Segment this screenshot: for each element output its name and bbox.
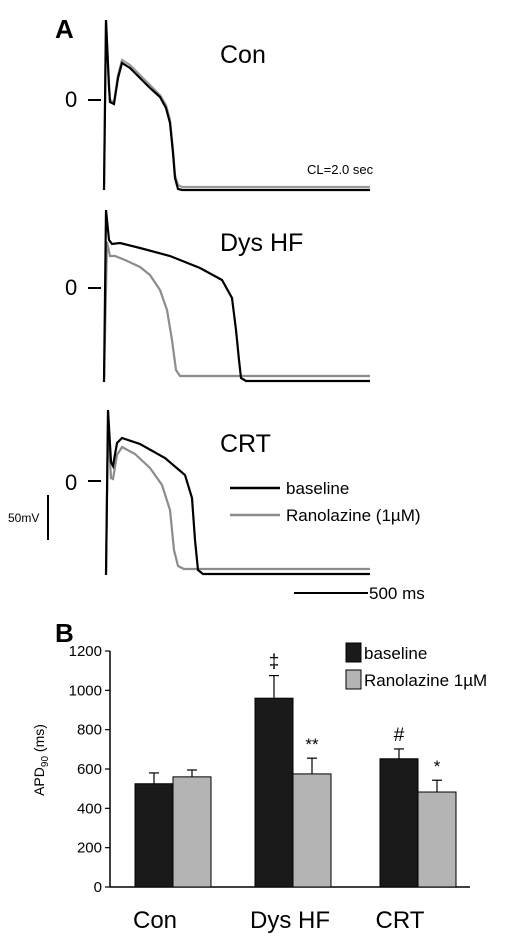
significance-mark: ** [305,735,319,754]
trace-con-baseline [102,19,370,192]
x-tick-label: CRT [376,907,425,934]
zero-label-dyshf: 0 [65,275,77,300]
trace-crt-ranolazine [104,424,370,576]
trace-crt: CRT 0 [65,409,370,576]
legend-text-baseline: baseline [286,479,349,498]
y-tick-label: 200 [77,840,102,857]
trace-crt-baseline [104,409,370,576]
scale-bars: 50mV 500 ms [8,495,425,603]
panel-b-letter: B [55,618,74,648]
significance-mark: ‡ [269,652,280,673]
legend-label: Ranolazine 1µM [364,671,487,690]
zero-label-con: 0 [65,87,77,112]
trace-con: Con 0 CL=2.0 sec [65,19,374,192]
y-tick-label: 800 [77,722,102,739]
trace-label-dyshf: Dys HF [220,229,303,257]
trace-legend: baseline Ranolazine (1µM) [230,479,421,525]
bar [172,776,212,888]
x-tick-label: Dys HF [250,907,330,934]
bar [417,791,457,888]
bar [379,758,419,888]
scale-label-time: 500 ms [369,584,425,603]
trace-dyshf-ranolazine [102,241,370,383]
bar [134,783,174,888]
legend-text-ranolazine: Ranolazine (1µM) [286,506,421,525]
y-tick-label: 0 [94,879,102,896]
y-tick-label: 600 [77,761,102,778]
bar [292,773,332,888]
bars: ‡ ** # * [134,652,457,888]
x-tick-labels: Con Dys HF CRT [133,907,425,934]
significance-mark: * [434,757,441,776]
y-tick-label: 400 [77,800,102,817]
trace-label-crt: CRT [220,430,271,458]
y-tick-label: 1000 [69,682,102,699]
x-tick-label: Con [133,907,177,934]
zero-label-crt: 0 [65,470,77,495]
legend-swatch [345,669,362,690]
bar [254,697,294,888]
panel-a-letter: A [55,14,74,44]
scale-label-voltage: 50mV [8,511,39,525]
cycle-length-note: CL=2.0 sec [307,162,374,177]
legend-label: baseline [364,644,427,663]
trace-dyshf: Dys HF 0 [65,209,370,383]
bar-chart-apd90: 0 200 400 600 800 1000 1200 ‡ ** # * Con Dys HF CRT… [31,642,487,934]
significance-mark: # [394,725,405,746]
legend-swatch [345,642,362,663]
y-tick-label: 1200 [69,643,102,660]
trace-label-con: Con [220,41,266,69]
trace-dyshf-baseline [102,209,370,383]
y-axis-label: APD90 (ms) [31,724,51,796]
